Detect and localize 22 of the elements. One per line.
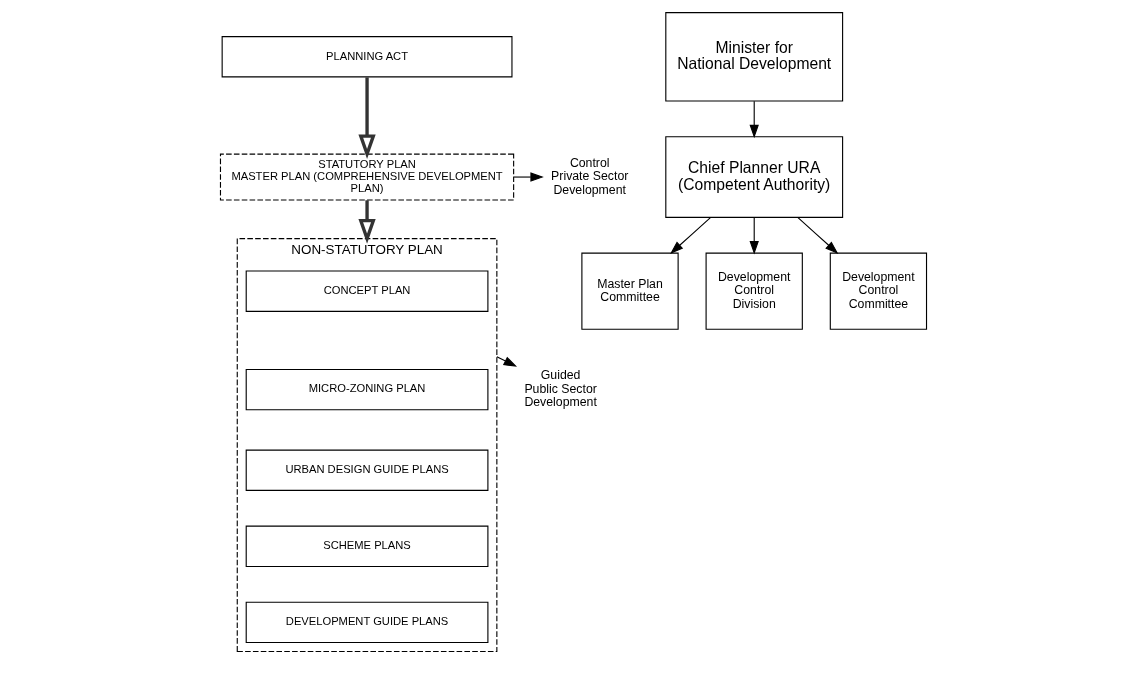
node-box: STATUTORY PLAN MASTER PLAN (COMPREHENSIVE DEVELOPMENT PLAN) [219,153,515,201]
node-box: URBAN DESIGN GUIDE PLANS [245,449,489,491]
node-text: Control Private Sector Development [551,155,629,197]
arrow [496,356,518,367]
node-box: Minister for National Development [665,12,844,102]
node-box: SCHEME PLANS [245,525,489,567]
arrow [749,217,759,255]
node-box: Master Plan Committee [581,252,679,330]
node-box: CONCEPT PLAN [245,270,489,312]
node-box: MICRO-ZONING PLAN [245,368,489,411]
node-text: Guided Public Sector Development [524,368,597,410]
arrow [749,100,759,139]
node-box: Development Control Committee [829,252,928,330]
arrow [797,217,839,254]
node-box: Chief Planner URA (Competent Authority) [665,136,844,218]
arrow [358,77,376,160]
node-box: Development Control Division [705,252,803,330]
arrow [670,217,711,254]
node-box: PLANNING ACT [221,36,513,78]
arrow [358,200,376,244]
node-box: DEVELOPMENT GUIDE PLANS [245,601,489,644]
arrow [513,172,544,182]
